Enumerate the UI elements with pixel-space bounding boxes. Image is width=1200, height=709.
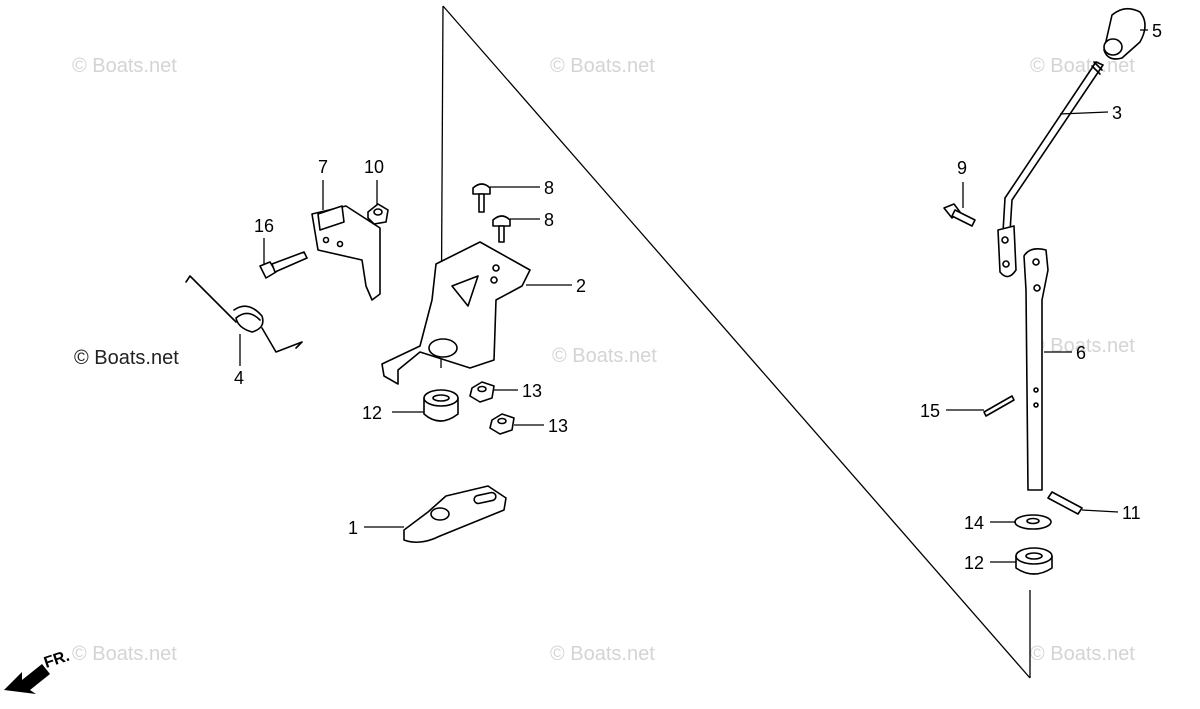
callout-1: 1 [348, 518, 358, 538]
washer-part-14 [1014, 514, 1052, 530]
callouts: 5 3 9 6 15 11 14 12 7 10 16 4 8 8 2 12 1… [234, 21, 1162, 573]
callout-9: 9 [957, 158, 967, 178]
callout-7: 7 [318, 157, 328, 177]
callout-10: 10 [364, 157, 384, 177]
knob [1103, 7, 1146, 60]
nut-part-13-top [469, 381, 495, 403]
link-rod [1023, 248, 1049, 491]
callout-13-top: 13 [522, 381, 542, 401]
separator-diagonal [442, 5, 1031, 679]
callout-4: 4 [234, 368, 244, 388]
watermark: © Boats.net [550, 55, 655, 77]
cotter-pin [983, 395, 1015, 417]
callout-8-top: 8 [544, 178, 554, 198]
callout-12-right: 12 [964, 553, 984, 573]
callout-15: 15 [920, 401, 940, 421]
watermark: © Boats.net [552, 345, 657, 367]
pin-part-11 [1047, 491, 1083, 515]
callout-13-bottom: 13 [548, 416, 568, 436]
callout-6: 6 [1076, 343, 1086, 363]
screw-part-8-top [472, 183, 491, 213]
callout-16: 16 [254, 216, 274, 236]
spring [185, 275, 303, 353]
clip-plate [403, 485, 507, 544]
watermark: © Boats.net [1030, 55, 1135, 77]
arrow-icon [4, 664, 50, 694]
front-label: FR. [42, 648, 72, 672]
callout-11: 11 [1122, 503, 1141, 523]
bolt-part-9 [943, 203, 976, 227]
watermark: © Boats.net [74, 347, 179, 369]
shift-lever-rod [997, 61, 1104, 278]
front-direction-indicator: FR. [4, 648, 72, 694]
watermarks: © Boats.net © Boats.net © Boats.net © Bo… [72, 55, 1135, 665]
bracket-part-7 [311, 205, 381, 301]
callout-8-bottom: 8 [544, 210, 554, 230]
callout-2: 2 [576, 276, 586, 296]
separator-lines [440, 5, 1031, 679]
watermark: © Boats.net [1030, 643, 1135, 665]
callout-12-left: 12 [362, 403, 382, 423]
main-bracket-plate [381, 241, 531, 385]
bolt-part-16 [259, 251, 308, 279]
nut-part-10 [367, 203, 389, 225]
callout-3: 3 [1112, 103, 1122, 123]
bushing-right [1015, 547, 1053, 575]
watermark: © Boats.net [72, 643, 177, 665]
watermark: © Boats.net [72, 55, 177, 77]
watermark: © Boats.net [550, 643, 655, 665]
nut-part-13-bottom [489, 413, 515, 435]
leader-lines [239, 29, 1148, 563]
callout-14: 14 [964, 513, 984, 533]
screw-part-8-bottom [492, 215, 511, 243]
callout-5: 5 [1152, 21, 1162, 41]
bushing-left [423, 389, 459, 422]
